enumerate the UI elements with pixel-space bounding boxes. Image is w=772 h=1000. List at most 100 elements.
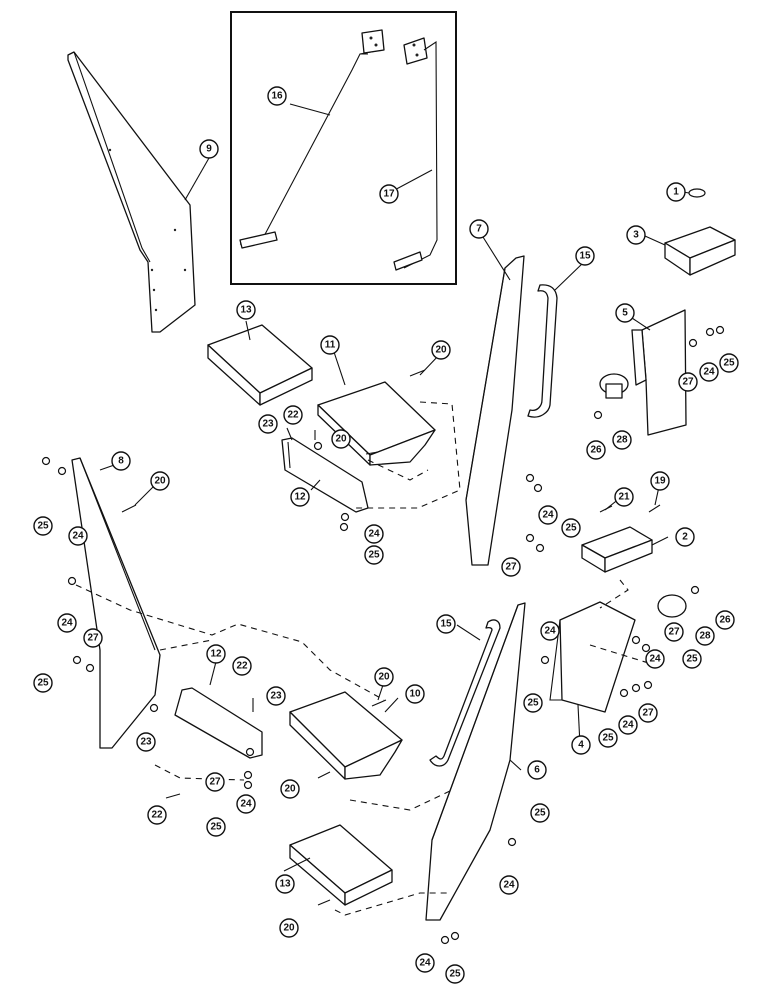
svg-text:19: 19: [654, 476, 666, 487]
callout-27c: 27: [83, 628, 103, 648]
svg-text:25: 25: [527, 698, 539, 709]
svg-text:6: 6: [534, 765, 540, 776]
callout-20b: 20: [331, 429, 351, 449]
svg-text:9: 9: [206, 144, 212, 155]
callout-24a: 24: [364, 524, 384, 544]
callout-25c: 25: [561, 518, 581, 538]
callout-17: 17: [379, 184, 399, 204]
part-1-plug: [688, 188, 706, 198]
svg-text:24: 24: [503, 880, 515, 891]
svg-text:24: 24: [72, 531, 84, 542]
inset-frame: [230, 11, 457, 285]
part-10-step: [289, 691, 403, 780]
part-13-step-lower: [289, 824, 393, 906]
svg-text:22: 22: [236, 661, 248, 672]
callout-24j: 24: [499, 875, 519, 895]
svg-text:20: 20: [154, 476, 166, 487]
callout-25h: 25: [598, 728, 618, 748]
callout-6: 6: [527, 760, 547, 780]
part-8-panel: [71, 457, 161, 749]
part-7-panel: [465, 255, 525, 566]
svg-text:22: 22: [287, 410, 299, 421]
callout-27f: 27: [205, 772, 225, 792]
svg-text:24: 24: [649, 654, 661, 665]
svg-text:24: 24: [542, 510, 554, 521]
svg-text:24: 24: [419, 958, 431, 969]
part-13-step-top: [207, 324, 313, 406]
fasteners: [41, 325, 725, 945]
callout-25g: 25: [682, 649, 702, 669]
callout-25a: 25: [364, 545, 384, 565]
svg-text:24: 24: [61, 618, 73, 629]
svg-text:27: 27: [505, 562, 517, 573]
svg-text:7: 7: [476, 224, 482, 235]
part-5-bracket: [631, 309, 687, 436]
callouts: 1 2 3 4 5 6 7 8 9 10 11 12 12 13 13 15 1…: [33, 86, 739, 984]
part-17-brace: [393, 37, 438, 271]
svg-text:25: 25: [37, 521, 49, 532]
callout-25j: 25: [530, 803, 550, 823]
callout-9: 9: [199, 139, 219, 159]
svg-text:21: 21: [618, 492, 630, 503]
svg-text:3: 3: [633, 230, 639, 241]
part-3-block: [664, 226, 736, 276]
part-9-panel: [67, 51, 196, 333]
callout-23c: 23: [136, 732, 156, 752]
callout-25d: 25: [719, 353, 739, 373]
callout-12b: 12: [206, 644, 226, 664]
callout-27d: 27: [664, 622, 684, 642]
callout-20a: 20: [431, 340, 451, 360]
svg-text:8: 8: [118, 456, 124, 467]
callout-10: 10: [405, 684, 425, 704]
callout-24f: 24: [540, 621, 560, 641]
callout-28a: 28: [612, 430, 632, 450]
svg-text:27: 27: [87, 633, 99, 644]
callout-13b: 13: [275, 874, 295, 894]
svg-text:15: 15: [579, 251, 591, 262]
callout-22b: 22: [232, 656, 252, 676]
callout-23b: 23: [266, 686, 286, 706]
callout-16: 16: [267, 86, 287, 106]
svg-text:28: 28: [699, 631, 711, 642]
svg-text:25: 25: [449, 969, 461, 980]
callout-4: 4: [571, 735, 591, 755]
svg-text:13: 13: [240, 305, 252, 316]
part-15-handrail-lower: [429, 619, 501, 767]
svg-text:27: 27: [668, 627, 680, 638]
svg-text:17: 17: [383, 189, 395, 200]
callout-2: 2: [675, 527, 695, 547]
svg-text:20: 20: [378, 672, 390, 683]
callout-25e: 25: [33, 673, 53, 693]
callout-5: 5: [615, 303, 635, 323]
svg-text:24: 24: [544, 626, 556, 637]
svg-text:27: 27: [209, 777, 221, 788]
part-6-panel: [425, 602, 526, 921]
callout-25f: 25: [523, 693, 543, 713]
svg-text:5: 5: [622, 308, 628, 319]
svg-text:25: 25: [602, 733, 614, 744]
svg-text:24: 24: [240, 799, 252, 810]
callout-26a: 26: [586, 440, 606, 460]
part-28-isolator-lower: [657, 594, 687, 618]
callout-13a: 13: [236, 300, 256, 320]
callout-25i: 25: [206, 817, 226, 837]
svg-text:11: 11: [325, 340, 336, 351]
callout-24k: 24: [415, 953, 435, 973]
svg-text:25: 25: [210, 822, 222, 833]
svg-text:15: 15: [440, 619, 452, 630]
callout-19: 19: [650, 471, 670, 491]
callout-24d: 24: [699, 362, 719, 382]
svg-text:23: 23: [270, 691, 282, 702]
part-2-block: [581, 526, 653, 573]
svg-text:12: 12: [210, 649, 222, 660]
callout-26b: 26: [715, 610, 735, 630]
svg-text:4: 4: [578, 740, 584, 751]
callout-7: 7: [469, 219, 489, 239]
callout-22a: 22: [283, 405, 303, 425]
svg-text:20: 20: [283, 923, 295, 934]
svg-text:22: 22: [151, 810, 163, 821]
part-4-bracket: [549, 601, 636, 713]
callout-27a: 27: [678, 372, 698, 392]
svg-text:27: 27: [642, 708, 654, 719]
part-16-brace: [239, 29, 385, 249]
